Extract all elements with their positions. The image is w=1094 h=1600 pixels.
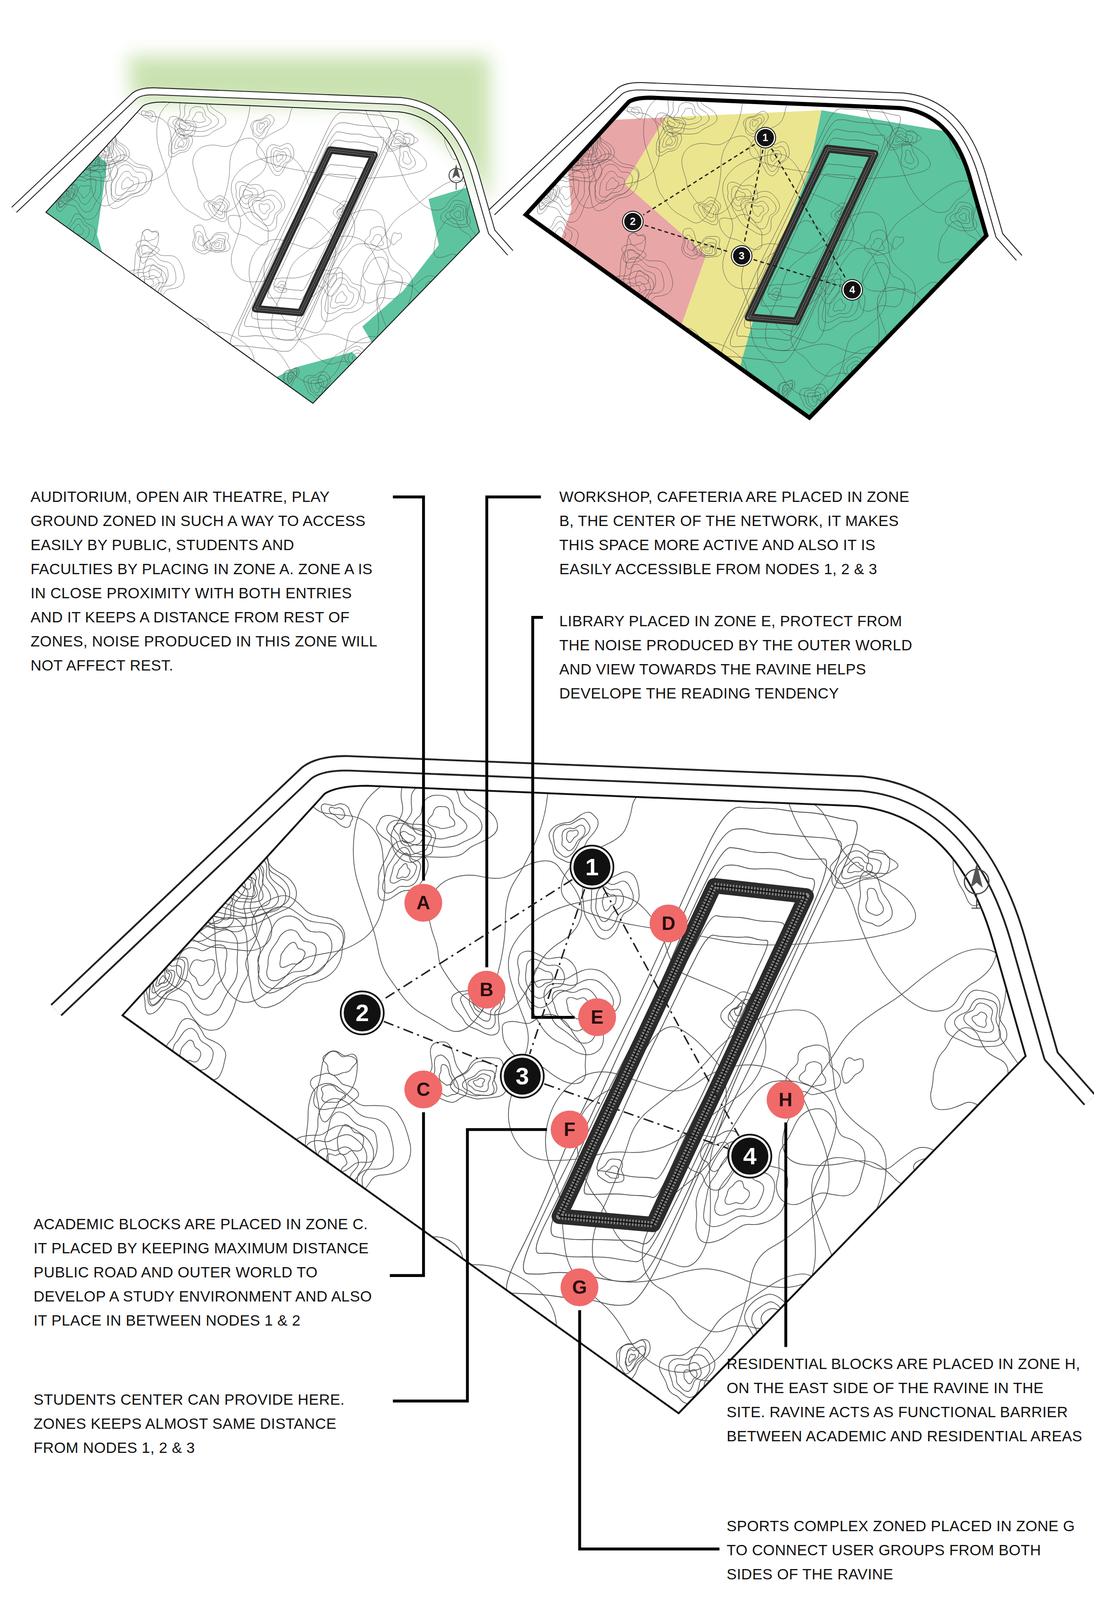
green-wash [127, 55, 490, 204]
zone-marker: C [404, 1070, 443, 1109]
zone-letter: D [661, 914, 676, 934]
network-link [544, 1084, 728, 1149]
site-map-small [492, 54, 1020, 444]
node-circle: 3 [501, 1055, 543, 1098]
network-link [383, 1021, 501, 1068]
zone-letter: H [778, 1090, 793, 1110]
leader-line [579, 1310, 720, 1550]
node-number: 2 [629, 216, 636, 227]
node-number: 4 [742, 1144, 757, 1169]
zone-letter: E [590, 1007, 604, 1027]
zone-letter: A [416, 893, 431, 913]
zone-marker: H [766, 1081, 805, 1119]
callout-note: ACADEMIC BLOCKS ARE PLACED IN ZONE C. IT… [33, 1212, 383, 1333]
network-link [603, 887, 739, 1136]
node-number: 1 [762, 132, 768, 143]
site-map-main [55, 701, 1090, 1464]
network-link [529, 889, 585, 1055]
callout-note: WORKSHOP, CAFETERIA ARE PLACED IN ZONE B… [559, 484, 919, 582]
node-circle: 4 [729, 1135, 771, 1178]
north-arrow [964, 863, 990, 909]
leader-line [389, 1112, 424, 1276]
zone-marker: A [404, 884, 443, 922]
zone-letter: B [479, 980, 494, 1000]
node-circle: 4 [842, 280, 863, 300]
zone-marker: E [578, 998, 617, 1037]
zone-fill [736, 110, 996, 439]
network-link [644, 225, 731, 253]
callout-note: STUDENTS CENTER CAN PROVIDE HERE. ZONES … [33, 1387, 383, 1461]
zone-letter: G [572, 1278, 587, 1298]
zone-letter: F [563, 1120, 576, 1140]
leader-line [392, 1129, 547, 1402]
callout-note: LIBRARY PLACED IN ZONE E, PROTECT FROM T… [559, 609, 919, 706]
callout-note: RESIDENTIAL BLOCKS ARE PLACED IN ZONE H,… [726, 1352, 1084, 1449]
node-number: 1 [585, 855, 599, 880]
zone-marker: B [467, 970, 506, 1009]
north-arrow [449, 164, 464, 190]
network-link [643, 144, 756, 216]
node-number: 4 [849, 284, 855, 296]
site-map-small [14, 61, 511, 428]
site-boundary-bold [525, 97, 987, 418]
zone-marker: D [649, 904, 688, 943]
node-circle: 2 [622, 211, 643, 232]
node-circle: 1 [571, 846, 613, 888]
node-circle: 1 [755, 127, 776, 148]
node-number: 3 [515, 1064, 529, 1089]
network-link [753, 259, 841, 287]
callout-note: AUDITORIUM, OPEN AIR THEATRE, PLAY GROUN… [30, 484, 380, 678]
green-buffer [40, 142, 480, 419]
zone-letter: C [416, 1080, 431, 1100]
leader-line [784, 1122, 788, 1348]
network-link [771, 148, 846, 280]
zone-marker: F [550, 1110, 589, 1149]
node-circle: 3 [731, 246, 752, 266]
callout-note: SPORTS COMPLEX ZONED PLACED IN ZONE G TO… [726, 1514, 1084, 1587]
zone-marker: G [560, 1268, 599, 1307]
node-number: 3 [738, 250, 745, 262]
leader-lines [389, 496, 786, 1550]
leader-line [392, 496, 424, 881]
node-circle: 2 [341, 992, 383, 1034]
node-number: 2 [355, 1001, 369, 1026]
network-link [744, 149, 764, 244]
